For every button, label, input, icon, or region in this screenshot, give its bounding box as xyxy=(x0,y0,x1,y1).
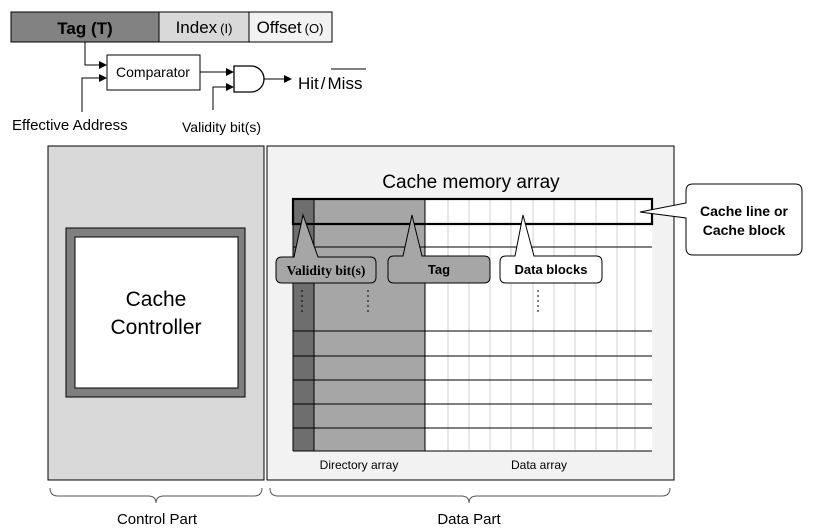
cache-line-callout-line2: Cache block xyxy=(703,222,786,238)
address-register: Tag (T) Index(I) Offset(O) xyxy=(10,11,333,43)
cache-controller-line1: Cache xyxy=(126,288,187,311)
data-blocks-callout: Data blocks xyxy=(499,214,603,284)
data-array-label: Data array xyxy=(511,458,567,472)
comparator-label: Comparator xyxy=(116,64,190,80)
offset-field xyxy=(248,11,333,43)
directory-array-label: Directory array xyxy=(320,458,399,472)
tag-to-comparator-arrow xyxy=(84,42,107,69)
control-part-brace xyxy=(49,487,263,504)
validity-bits-input-label: Validity bit(s) xyxy=(182,119,261,135)
and-gate xyxy=(233,65,265,93)
cache-line-callout: Cache line or Cache block xyxy=(639,183,803,256)
tag-field-label: Tag (T) xyxy=(57,19,112,38)
comparator-logic: Comparator Hit/Miss Effective Address Va… xyxy=(12,42,366,135)
effective-address-arrow xyxy=(81,74,107,112)
offset-field-label: Offset(O) xyxy=(257,18,324,37)
data-part-brace xyxy=(269,487,671,504)
tag-callout: Tag xyxy=(387,214,491,284)
hit-miss-label: Hit/Miss xyxy=(298,74,362,93)
cache-line-callout-line1: Cache line or xyxy=(700,203,788,219)
array-column-lines xyxy=(292,199,426,451)
data-blocks-callout-label: Data blocks xyxy=(515,262,588,277)
array-row-lines xyxy=(293,223,652,452)
tag-callout-label: Tag xyxy=(428,262,450,277)
data-part-label: Data Part xyxy=(437,511,501,528)
cache-controller-box xyxy=(74,236,239,389)
control-part-label: Control Part xyxy=(117,511,198,528)
index-field xyxy=(158,11,250,43)
validity-to-and-arrow xyxy=(212,83,234,110)
data-block-grid xyxy=(447,200,636,450)
control-part-panel: Cache Controller xyxy=(47,145,265,481)
tag-field xyxy=(10,11,160,43)
effective-address-label: Effective Address xyxy=(12,117,128,134)
validity-callout-label: Validity bit(s) xyxy=(287,263,366,278)
cache-memory-array-title: Cache memory array xyxy=(382,172,560,193)
validity-callout: Validity bit(s) xyxy=(275,213,377,284)
data-part-panel: Cache memory array xyxy=(266,145,803,481)
cache-controller-line2: Controller xyxy=(110,316,201,339)
index-field-label: Index(I) xyxy=(176,18,233,37)
